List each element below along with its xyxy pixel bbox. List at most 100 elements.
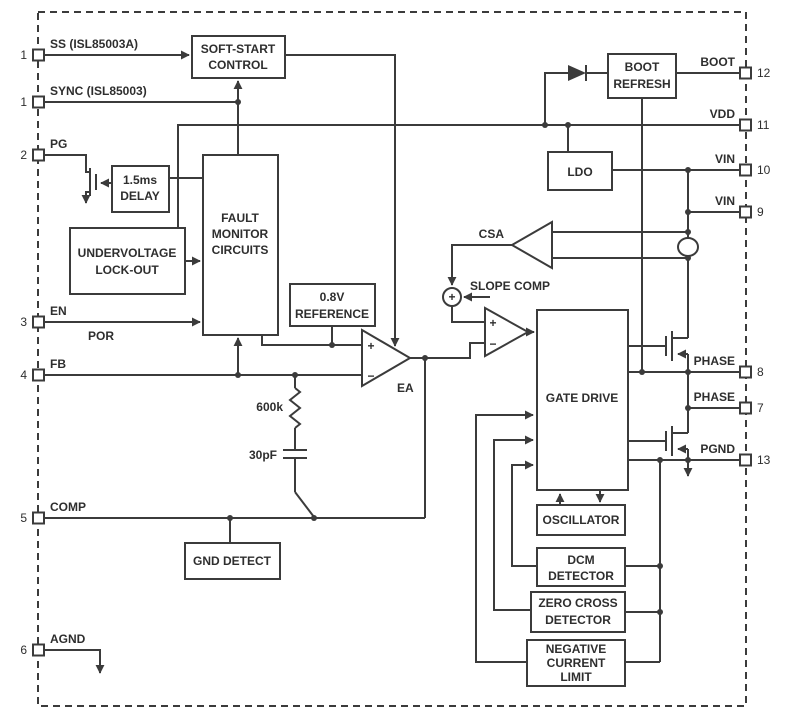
pin-phase8-pad	[739, 365, 752, 379]
zero-cross-label-1: ZERO CROSS	[538, 596, 617, 610]
pin-pg-number: 2	[20, 148, 27, 162]
pin-en-pad	[32, 315, 45, 329]
pin-phase7-label: PHASE	[694, 390, 735, 404]
fault-monitor-label-2: MONITOR	[212, 227, 269, 241]
gnd-detect-block: GND DETECT	[184, 542, 281, 580]
reference-box	[289, 283, 376, 327]
pin-boot-number: 12	[757, 66, 771, 80]
zero-cross-detector-block: ZERO CROSS DETECTOR	[530, 591, 626, 633]
annotations: POR 600k 30pF EA CSA SLOPE COMP + − + − …	[88, 227, 550, 462]
slope-comp-label: SLOPE COMP	[470, 279, 550, 293]
dcm-detector-block: DCM DETECTOR	[536, 547, 626, 587]
uvlo-box	[69, 227, 186, 295]
boot-refresh-label-1: BOOT	[625, 60, 660, 74]
capacitor-label: 30pF	[249, 448, 277, 462]
pin-agnd-label: AGND	[50, 632, 86, 646]
junction-dots	[227, 99, 691, 615]
pin-pg-pad	[32, 148, 45, 162]
ea-label: EA	[397, 381, 414, 395]
pin-comp: 5 COMP	[20, 500, 86, 525]
resistor-label: 600k	[256, 400, 283, 414]
ea-minus-sign: −	[367, 369, 374, 383]
dcm-detector-box	[536, 547, 626, 587]
soft-start-label-1: SOFT-START	[201, 42, 276, 56]
zero-cross-label-2: DETECTOR	[545, 613, 611, 627]
connection-wires	[44, 72, 740, 663]
pin-vin9: 9 VIN	[715, 194, 764, 219]
diode-symbol	[568, 65, 586, 81]
csa-amplifier-symbol	[509, 220, 553, 270]
pin-pgnd-label: PGND	[700, 442, 735, 456]
reference-block: 0.8V REFERENCE	[289, 283, 376, 327]
ea-plus-sign: +	[367, 339, 374, 353]
pin-sync-label: SYNC (ISL85003)	[50, 84, 147, 98]
pin-vin10-pad	[739, 163, 752, 177]
boot-refresh-block: BOOT REFRESH	[607, 53, 677, 99]
current-sense-symbol	[677, 237, 699, 257]
pin-vin9-label: VIN	[715, 194, 735, 208]
pin-phase7-pad	[739, 401, 752, 415]
pin-vin10: 10 VIN	[715, 152, 771, 177]
fault-monitor-label-1: FAULT	[221, 211, 259, 225]
pin-ss-number: 1	[20, 48, 27, 62]
pwm-comparator-symbol	[484, 306, 531, 358]
pin-agnd-pad	[32, 643, 45, 657]
resistor-symbol	[288, 387, 302, 429]
gnd-detect-box	[184, 542, 281, 580]
pin-vdd-pad	[739, 118, 752, 132]
error-amplifier-symbol	[361, 328, 412, 388]
ic-boundary	[37, 11, 747, 707]
csa-label: CSA	[479, 227, 505, 241]
pin-sync: 1 SYNC (ISL85003)	[20, 84, 146, 109]
negative-current-limit-label-1: NEGATIVE	[546, 642, 606, 656]
soft-start-box	[191, 35, 286, 79]
signal-arrows	[44, 50, 693, 674]
pin-vdd-label: VDD	[710, 107, 736, 121]
delay-block: 1.5ms DELAY	[111, 165, 170, 213]
boot-refresh-box	[607, 53, 677, 99]
negative-current-limit-block: NEGATIVE CURRENT LIMIT	[526, 639, 626, 687]
pin-boot-pad	[739, 66, 752, 80]
pin-en-number: 3	[20, 315, 27, 329]
uvlo-label-1: UNDERVOLTAGE	[78, 246, 177, 260]
pin-comp-number: 5	[20, 511, 27, 525]
pin-phase7-number: 7	[757, 401, 764, 415]
oscillator-box	[536, 504, 626, 536]
boot-refresh-label-2: REFRESH	[613, 77, 670, 91]
oscillator-block: OSCILLATOR	[536, 504, 626, 536]
pin-boot: 12 BOOT	[700, 55, 770, 80]
pin-pgnd: 13 PGND	[700, 442, 770, 467]
uvlo-block: UNDERVOLTAGE LOCK-OUT	[69, 227, 186, 295]
gnd-detect-label: GND DETECT	[193, 554, 272, 568]
pin-phase8-label: PHASE	[694, 354, 735, 368]
pin-boot-label: BOOT	[700, 55, 735, 69]
pin-ss-label: SS (ISL85003A)	[50, 37, 138, 51]
summing-plus-sign: +	[448, 290, 455, 304]
dcm-detector-label-1: DCM	[567, 553, 594, 567]
uvlo-label-2: LOCK-OUT	[95, 263, 159, 277]
pin-pgnd-number: 13	[757, 453, 771, 467]
gate-drive-block: GATE DRIVE	[536, 309, 629, 491]
pin-sync-number: 1	[20, 95, 27, 109]
summing-junction-symbol	[442, 287, 462, 307]
pin-ss-pad	[32, 48, 45, 62]
circuit-symbols	[89, 65, 699, 456]
pin-phase7: 7 PHASE	[694, 390, 764, 415]
pin-vin9-number: 9	[757, 205, 764, 219]
delay-label-1: 1.5ms	[123, 173, 157, 187]
pin-comp-label: COMP	[50, 500, 86, 514]
zero-cross-box	[530, 591, 626, 633]
pin-vin10-label: VIN	[715, 152, 735, 166]
pin-en: 3 EN	[20, 304, 66, 329]
pin-fb-label: FB	[50, 357, 66, 371]
fault-monitor-block: FAULT MONITOR CIRCUITS	[202, 154, 279, 336]
comparator-plus-sign: +	[489, 316, 496, 330]
ldo-box	[547, 151, 613, 191]
pin-pg-label: PG	[50, 137, 67, 151]
pin-sync-pad	[32, 95, 45, 109]
fault-monitor-label-3: CIRCUITS	[212, 243, 269, 257]
pin-agnd-number: 6	[20, 643, 27, 657]
delay-box	[111, 165, 170, 213]
pin-pgnd-pad	[739, 453, 752, 467]
